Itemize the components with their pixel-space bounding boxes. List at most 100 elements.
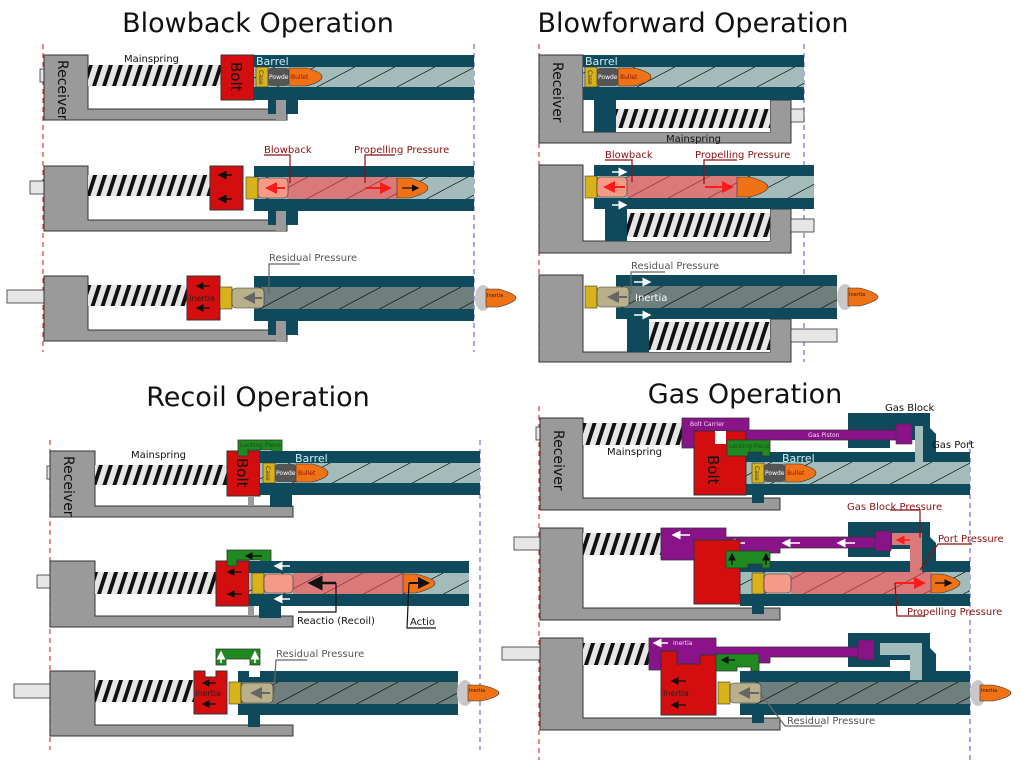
buffer-rod: [535, 426, 541, 441]
blowback-leader: [264, 154, 291, 183]
propelling-leader: [364, 154, 395, 183]
gas-block-pressure-leader: [890, 509, 921, 538]
bullet-inertia-label: Inertia: [981, 688, 997, 694]
barrel-lug: [259, 606, 281, 618]
buffer-rod: [6, 289, 45, 304]
propelling-gas: [293, 573, 403, 594]
bullet-label: Bullet: [787, 470, 805, 477]
powder: [597, 68, 618, 86]
powder-label: Powder: [765, 470, 787, 477]
gas-block-cavity: [880, 643, 922, 680]
receiver: [49, 670, 294, 737]
barrel-label: Barrel: [782, 452, 815, 465]
blowback-label: Blowback: [605, 150, 653, 161]
mainspring: [95, 465, 227, 485]
recoil-stage-ready: Receiver Mainspring Bolt Locking Piece B…: [46, 439, 480, 518]
receiver-label: Receiver: [549, 62, 565, 123]
gas-block-label: Gas Block: [885, 403, 935, 414]
bolt: [186, 275, 221, 321]
residual-leader: [630, 271, 665, 294]
case: [245, 176, 259, 200]
case-pressure: [763, 573, 792, 594]
gas-panel: Gas Operation Receiver Mainspring Gas Bl…: [501, 379, 1012, 760]
inertia-label: Inertia: [663, 689, 689, 698]
mainspring: [583, 643, 649, 665]
powder-label: Powder: [269, 74, 291, 81]
bullet: [847, 287, 879, 307]
powder-label: Powder: [276, 470, 298, 477]
locking-piece: [725, 550, 771, 569]
mainspring: [649, 322, 770, 350]
inertia-label: Inertia: [635, 293, 667, 304]
bore: [740, 682, 970, 704]
case: [219, 286, 233, 310]
spring-guide-rod: [790, 328, 838, 343]
residual-leader: [273, 659, 307, 693]
bullet: [288, 67, 323, 87]
bolt-label: Bolt: [704, 455, 722, 485]
receiver-lug: [276, 211, 286, 231]
gas-stage-ready: Receiver Mainspring Gas Block Gas Port B…: [535, 403, 974, 511]
blowforward-panel: Blowforward Operation Receiver Mainsprin…: [537, 8, 879, 363]
blowback-stage-firing: Blowback Propelling Pressure: [29, 145, 474, 232]
gas-title: Gas Operation: [648, 379, 842, 410]
case: [251, 572, 265, 595]
mainspring: [583, 423, 683, 445]
port-pressure-label: Port Pressure: [938, 534, 1004, 545]
bolt: [693, 539, 741, 605]
receiver: [49, 450, 294, 518]
actio-leader: [406, 582, 436, 629]
blowback-label: Blowback: [264, 145, 312, 156]
bullet: [485, 288, 517, 308]
bore: [616, 286, 837, 308]
bullet: [295, 463, 329, 483]
buffer-rod: [13, 683, 52, 699]
barrel-label: Barrel: [295, 452, 328, 465]
case: [751, 572, 765, 595]
bullet: [979, 684, 1012, 702]
bolt-carrier-label: Bolt Carrier: [690, 421, 725, 428]
bore: [238, 682, 458, 704]
bore: [254, 287, 474, 309]
gas-piston-label: Gas Piston: [808, 432, 840, 439]
bullet-inertia-label: Inertia: [849, 292, 865, 298]
bolt-label: Bolt: [233, 458, 251, 488]
barrel-lug: [270, 495, 292, 507]
recoil-title: Recoil Operation: [146, 382, 369, 413]
buffer-rod: [513, 536, 541, 551]
blowforward-stage-extraction: Inertia Residual Pressure Inertia: [538, 261, 879, 363]
receiver-label: Receiver: [60, 456, 76, 517]
inertia-label: Inertia: [195, 689, 221, 698]
mainspring: [88, 175, 210, 196]
powder: [275, 464, 296, 482]
gas-stage-extraction: Inertia Inertia Residual Pressure Inerti…: [501, 633, 1012, 731]
recoil-panel: Recoil Operation Receiver Mainspring Bol…: [13, 382, 500, 750]
case-pressure: [263, 573, 294, 594]
residual-pressure-label: Residual Pressure: [276, 649, 364, 660]
barrel-lug: [752, 495, 764, 503]
receiver-label: Receiver: [550, 430, 566, 491]
barrel-lug: [752, 715, 764, 723]
propelling-leader: [703, 159, 737, 184]
reactio-label: Reactio (Recoil): [297, 616, 375, 627]
inertia-label: Inertia: [189, 294, 215, 303]
barrel-extension: [605, 209, 627, 241]
recoil-stage-firing: Reactio (Recoil) Actio: [36, 549, 469, 629]
spring-guide-rod: [790, 218, 815, 233]
mainspring-label: Mainspring: [124, 54, 179, 65]
bolt-notch: [715, 431, 726, 444]
blowback-title: Blowback Operation: [122, 8, 394, 39]
spring-guide-rod: [790, 108, 805, 123]
bolt-label: Bolt: [227, 62, 245, 92]
bolt: [209, 165, 244, 211]
receiver-lug: [276, 321, 286, 341]
barrel-extension: [594, 100, 616, 132]
bolt: [220, 54, 255, 101]
mainspring-label: Mainspring: [607, 447, 662, 458]
reactio-leader: [298, 583, 337, 613]
bullet: [617, 67, 652, 87]
blowforward-stage-ready: Receiver Mainspring Barrel Case Powder B…: [538, 54, 805, 145]
mainspring: [95, 680, 194, 702]
locking-piece: [215, 648, 261, 666]
bullet-label: Bullet: [298, 470, 316, 477]
